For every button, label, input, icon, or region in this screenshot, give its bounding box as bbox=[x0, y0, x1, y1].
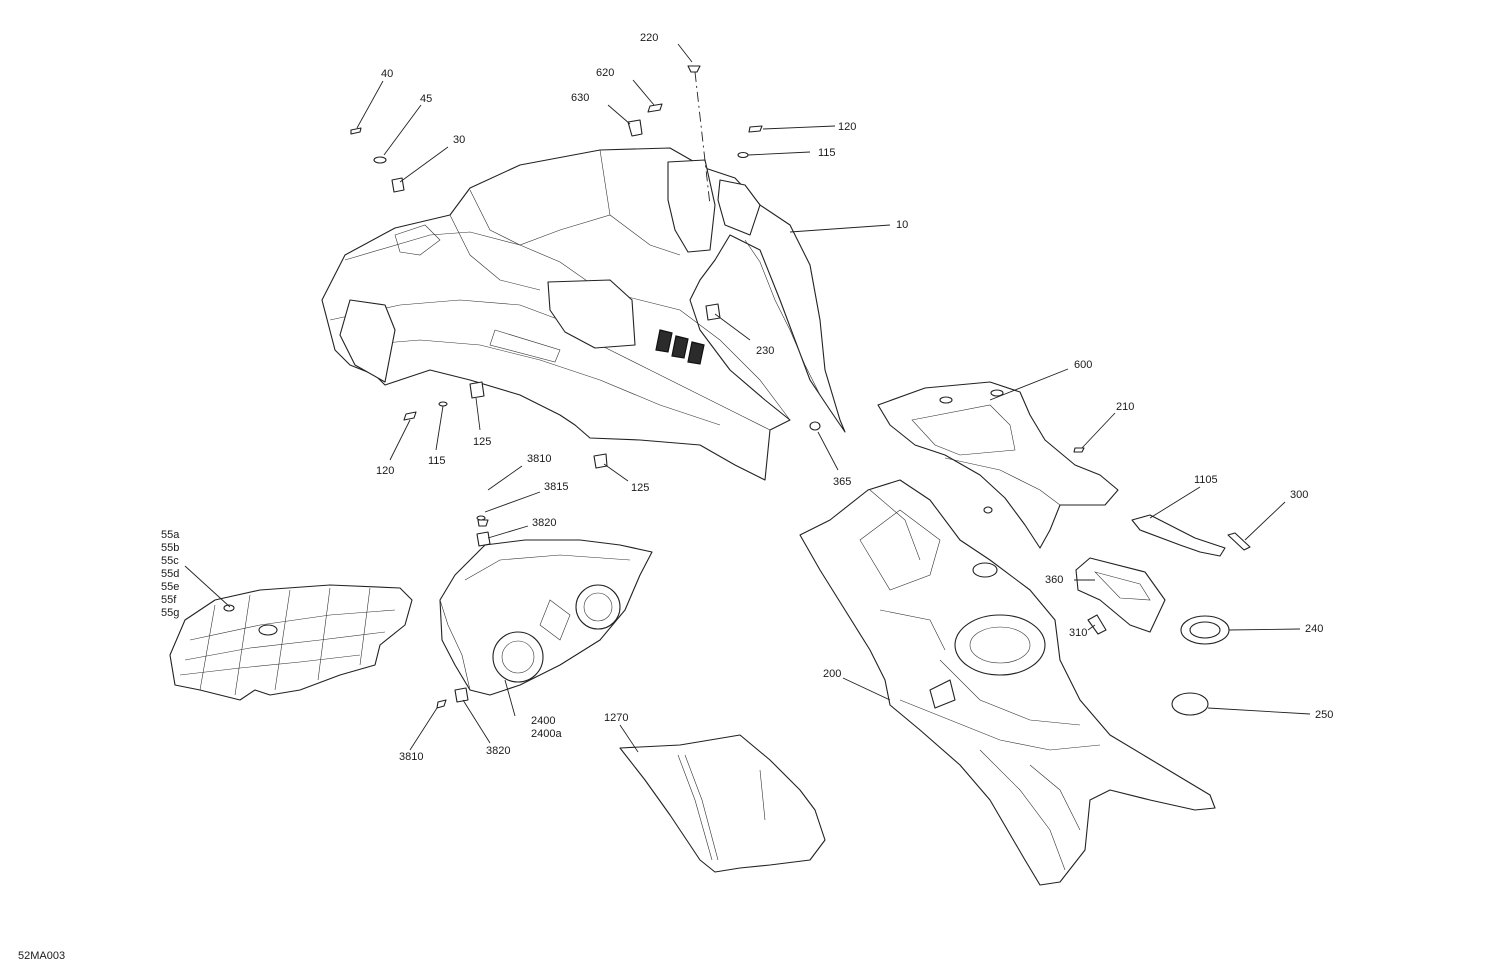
clip-230 bbox=[705, 303, 721, 321]
screw-3810-top bbox=[477, 519, 489, 527]
seal-250 bbox=[1171, 692, 1209, 716]
screw-210 bbox=[1073, 447, 1085, 453]
screw-620 bbox=[647, 103, 663, 113]
nut-3820-bottom bbox=[454, 687, 469, 703]
callout-200: 200 bbox=[823, 668, 841, 680]
callout-120-bottom: 120 bbox=[376, 465, 394, 477]
callout-2400a: 2400a bbox=[531, 728, 562, 740]
washer-45 bbox=[373, 156, 387, 164]
callout-55g: 55g bbox=[161, 607, 179, 619]
callout-3810-bottom: 3810 bbox=[399, 751, 423, 763]
part-1105 bbox=[1131, 514, 1226, 557]
callout-600: 600 bbox=[1074, 359, 1092, 371]
callout-120-top: 120 bbox=[838, 121, 856, 133]
callout-230: 230 bbox=[756, 345, 774, 357]
callout-30: 30 bbox=[453, 134, 465, 146]
callout-55f: 55f bbox=[161, 594, 177, 606]
callout-45: 45 bbox=[420, 93, 432, 105]
callout-labels: 220 620 630 40 45 30 120 115 10 230 600 … bbox=[18, 32, 1333, 962]
part-310 bbox=[1087, 614, 1107, 635]
drawing-code: 52MA003 bbox=[18, 950, 65, 962]
callout-125-b: 125 bbox=[631, 482, 649, 494]
callout-3810-top: 3810 bbox=[527, 453, 551, 465]
screw-40 bbox=[350, 127, 362, 135]
screw-3810-bottom bbox=[436, 699, 447, 709]
callout-3820-bottom: 3820 bbox=[486, 745, 510, 757]
callout-240: 240 bbox=[1305, 623, 1323, 635]
callout-360: 360 bbox=[1045, 574, 1063, 586]
panel-1270 bbox=[619, 734, 826, 873]
callout-365: 365 bbox=[833, 476, 851, 488]
callout-55a: 55a bbox=[161, 529, 180, 541]
axis-line bbox=[694, 71, 711, 206]
callout-3820-top: 3820 bbox=[532, 517, 556, 529]
washer-115-top bbox=[737, 151, 749, 159]
callout-10: 10 bbox=[896, 219, 908, 231]
callout-125-a: 125 bbox=[473, 436, 491, 448]
grille-55 bbox=[169, 584, 413, 701]
callout-55b: 55b bbox=[161, 542, 179, 554]
screw-220 bbox=[687, 65, 701, 73]
callout-115-top: 115 bbox=[818, 147, 836, 159]
hood-panel bbox=[321, 147, 846, 481]
washer-3815 bbox=[476, 515, 486, 521]
nut-125-b bbox=[593, 453, 608, 469]
callout-300: 300 bbox=[1290, 489, 1308, 501]
part-300 bbox=[1227, 532, 1251, 551]
screw-120-bottom bbox=[403, 411, 417, 421]
headlight-2400 bbox=[436, 515, 653, 709]
nut-3820-top bbox=[476, 531, 491, 547]
callout-55e: 55e bbox=[161, 581, 179, 593]
callout-310: 310 bbox=[1069, 627, 1087, 639]
callout-620: 620 bbox=[596, 67, 614, 79]
fasteners-hood bbox=[350, 65, 1085, 469]
clip-630 bbox=[627, 119, 643, 137]
callout-55c: 55c bbox=[161, 555, 179, 567]
body-200 bbox=[799, 479, 1216, 886]
screw-120-top bbox=[748, 125, 763, 133]
callout-1105: 1105 bbox=[1194, 474, 1218, 486]
nut-125 bbox=[469, 381, 485, 399]
callout-220: 220 bbox=[640, 32, 658, 44]
washer-115-bottom bbox=[438, 401, 448, 407]
plug-365 bbox=[809, 421, 821, 431]
callout-1270: 1270 bbox=[604, 712, 628, 724]
callout-210: 210 bbox=[1116, 401, 1134, 413]
console-600 bbox=[877, 381, 1119, 549]
small-parts-right bbox=[1075, 514, 1251, 716]
callout-2400: 2400 bbox=[531, 715, 555, 727]
callout-40: 40 bbox=[381, 68, 393, 80]
callout-630: 630 bbox=[571, 92, 589, 104]
leader-lines bbox=[184, 43, 1311, 753]
callout-55d: 55d bbox=[161, 568, 179, 580]
callout-3815: 3815 bbox=[544, 481, 568, 493]
callout-250: 250 bbox=[1315, 709, 1333, 721]
part-360 bbox=[1075, 557, 1166, 633]
callout-115-bottom: 115 bbox=[428, 455, 446, 467]
